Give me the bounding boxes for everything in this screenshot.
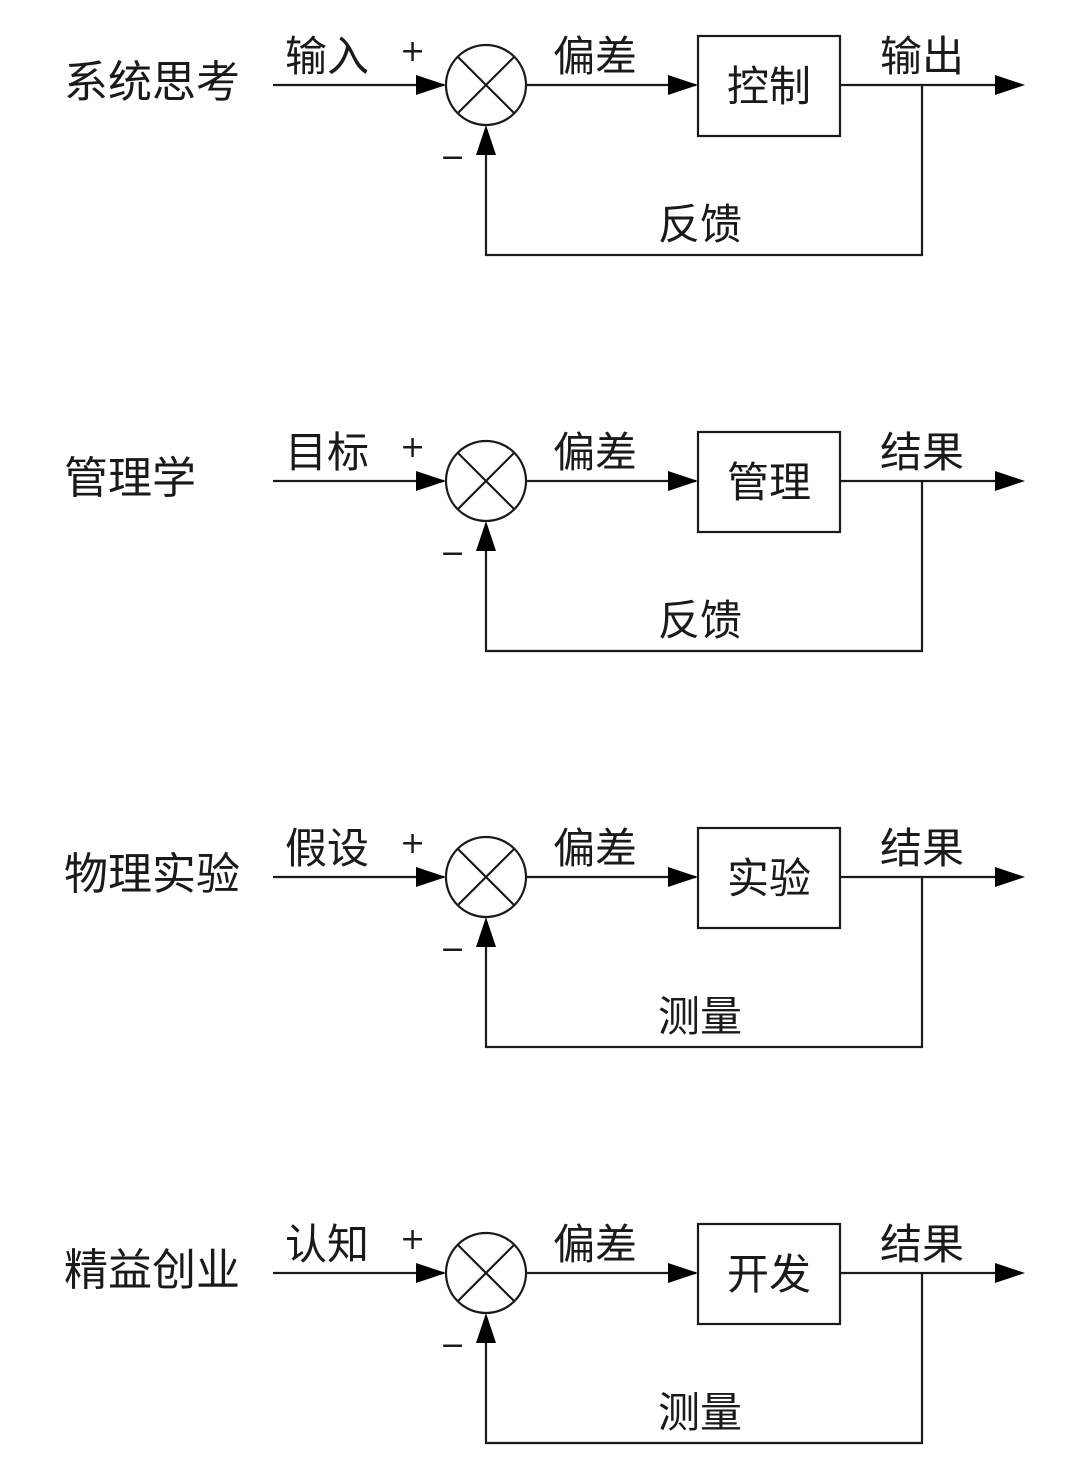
error-label: 偏差: [553, 428, 637, 477]
loop-title: 系统思考: [64, 57, 240, 108]
minus-sign: −: [440, 536, 465, 571]
feedback-line: [484, 85, 924, 257]
feedback-line: [484, 877, 924, 1049]
output-label: 结果: [880, 1220, 964, 1269]
feedback-arrow: [476, 1313, 496, 1343]
input-label: 输入: [285, 32, 369, 81]
output-label: 输出: [880, 32, 964, 81]
output-arrow: [995, 471, 1025, 491]
output-arrow: [995, 867, 1025, 887]
input-arrow: [416, 471, 446, 491]
input-label: 认知: [285, 1220, 369, 1269]
loop-title: 精益创业: [64, 1245, 240, 1296]
error-arrow: [668, 1263, 698, 1283]
input-arrow: [416, 1263, 446, 1283]
feedback-arrow: [476, 917, 496, 947]
error-arrow: [668, 75, 698, 95]
error-label: 偏差: [553, 824, 637, 873]
process-block: [696, 826, 842, 930]
junction-cross-line: [456, 1243, 516, 1303]
feedback-label: 反馈: [658, 596, 742, 645]
feedback-line: [484, 1273, 924, 1445]
junction-cross-line: [456, 55, 516, 115]
process-block: [696, 34, 842, 138]
output-arrow: [995, 75, 1025, 95]
minus-sign: −: [440, 1328, 465, 1363]
minus-sign: −: [440, 140, 465, 175]
process-block-label: 控制: [727, 62, 811, 111]
plus-sign: +: [400, 34, 425, 69]
input-arrow: [416, 75, 446, 95]
process-block-label: 开发: [727, 1250, 811, 1299]
loop-title: 物理实验: [64, 849, 240, 900]
output-arrow: [995, 1263, 1025, 1283]
process-block: [696, 430, 842, 534]
output-label: 结果: [880, 428, 964, 477]
minus-sign: −: [440, 932, 465, 967]
feedback-line: [484, 481, 924, 653]
process-block-label: 管理: [727, 458, 811, 507]
feedback-arrow: [476, 125, 496, 155]
plus-sign: +: [400, 826, 425, 861]
feedback-label: 反馈: [658, 200, 742, 249]
error-arrow: [668, 471, 698, 491]
input-label: 目标: [285, 428, 369, 477]
input-arrow: [416, 867, 446, 887]
feedback-arrow: [476, 521, 496, 551]
plus-sign: +: [400, 1222, 425, 1257]
input-label: 假设: [285, 824, 369, 873]
plus-sign: +: [400, 430, 425, 465]
feedback-label: 测量: [658, 1388, 742, 1437]
error-label: 偏差: [553, 32, 637, 81]
junction-cross-line: [456, 451, 516, 511]
feedback-label: 测量: [658, 992, 742, 1041]
error-arrow: [668, 867, 698, 887]
junction-cross-line: [456, 847, 516, 907]
loop-title: 管理学: [64, 453, 196, 504]
process-block-label: 实验: [727, 854, 811, 903]
output-label: 结果: [880, 824, 964, 873]
error-label: 偏差: [553, 1220, 637, 1269]
